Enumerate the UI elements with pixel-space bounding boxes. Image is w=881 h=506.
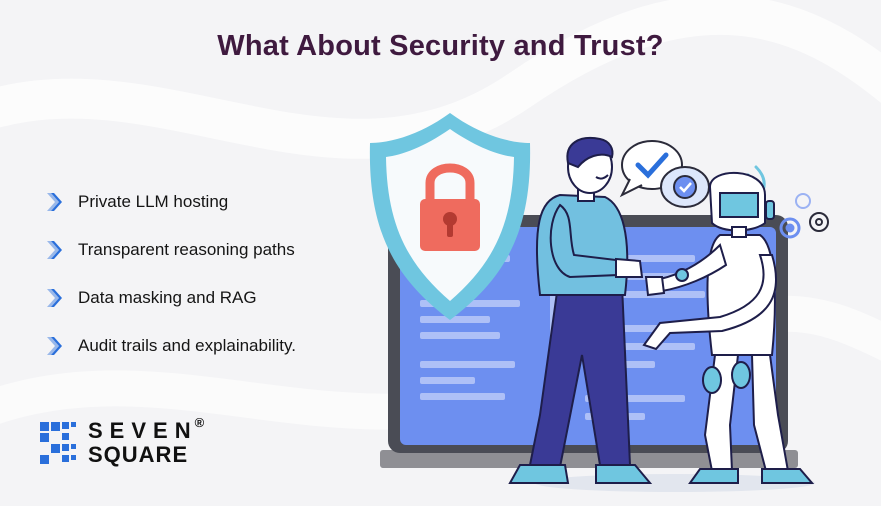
chevron-right-icon [47,337,62,355]
logo-squares-icon [40,422,76,464]
chevron-right-icon [47,241,62,259]
gear-icon [779,217,801,239]
gear-bubble-icon [660,166,710,208]
feature-label: Private LLM hosting [78,192,229,211]
lock-icon [420,163,480,251]
security-illustration [369,113,829,492]
feature-label: Data masking and RAG [78,288,257,307]
robot-illustration [642,171,815,484]
gear-icon [809,212,829,232]
logo-line2: SQUARE [88,442,189,467]
feature-item: Audit trails and explainability. [42,330,296,362]
feature-list: Private LLM hosting Transparent reasonin… [42,186,296,378]
feature-item: Private LLM hosting [42,186,296,218]
chevron-right-icon [47,193,62,211]
gear-icon [795,193,811,209]
logo-line1: SEVEN [88,418,198,443]
person-illustration [508,137,653,484]
feature-label: Transparent reasoning paths [78,240,295,259]
feature-label: Audit trails and explainability. [78,336,296,355]
chevron-right-icon [47,289,62,307]
registered-mark: ® [194,415,205,430]
feature-item: Data masking and RAG [42,282,296,314]
brand-logo: SEVEN® SQUARE [40,416,204,467]
feature-item: Transparent reasoning paths [42,234,296,266]
page-title: What About Security and Trust? [217,30,664,62]
